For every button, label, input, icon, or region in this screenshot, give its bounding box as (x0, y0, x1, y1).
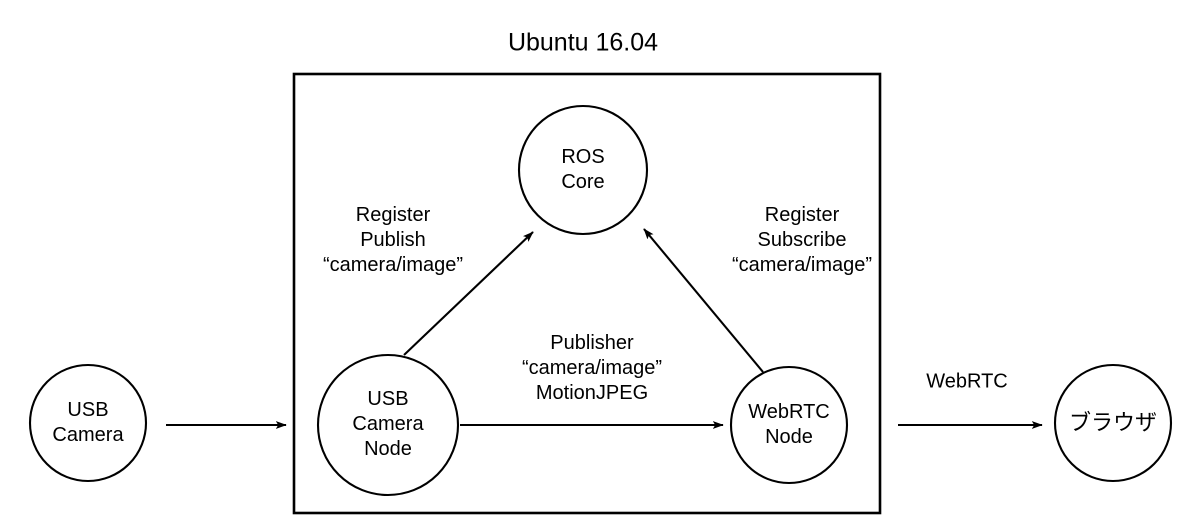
edge-label-register-publish: Register Publish “camera/image” (322, 204, 464, 277)
node-label-usb-camera: USB Camera (52, 398, 124, 446)
edge-register-publish (403, 231, 534, 356)
node-label-browser: ブラウザ (1068, 410, 1158, 436)
edge-register-subscribe (643, 228, 764, 373)
edge-label-register-subscribe: Register Subscribe “camera/image” (731, 204, 873, 277)
diagram-title: Ubuntu 16.04 (507, 28, 659, 57)
host-box-ubuntu (292, 72, 882, 515)
node-label-usb-camera-node: USB Camera Node (352, 388, 424, 461)
node-label-ros-core: ROS Core (561, 145, 605, 193)
edge-label-publisher-stream: Publisher “camera/image” MotionJPEG (521, 332, 663, 405)
node-ros-core[interactable] (517, 104, 649, 236)
node-browser[interactable] (1053, 363, 1173, 483)
edge-label-webrtc: WebRTC (926, 370, 1008, 393)
node-label-webrtc-node: WebRTC Node (748, 400, 830, 448)
node-usb-camera[interactable] (28, 363, 148, 483)
node-webrtc-node[interactable] (729, 365, 849, 485)
node-usb-camera-node[interactable] (316, 353, 460, 497)
